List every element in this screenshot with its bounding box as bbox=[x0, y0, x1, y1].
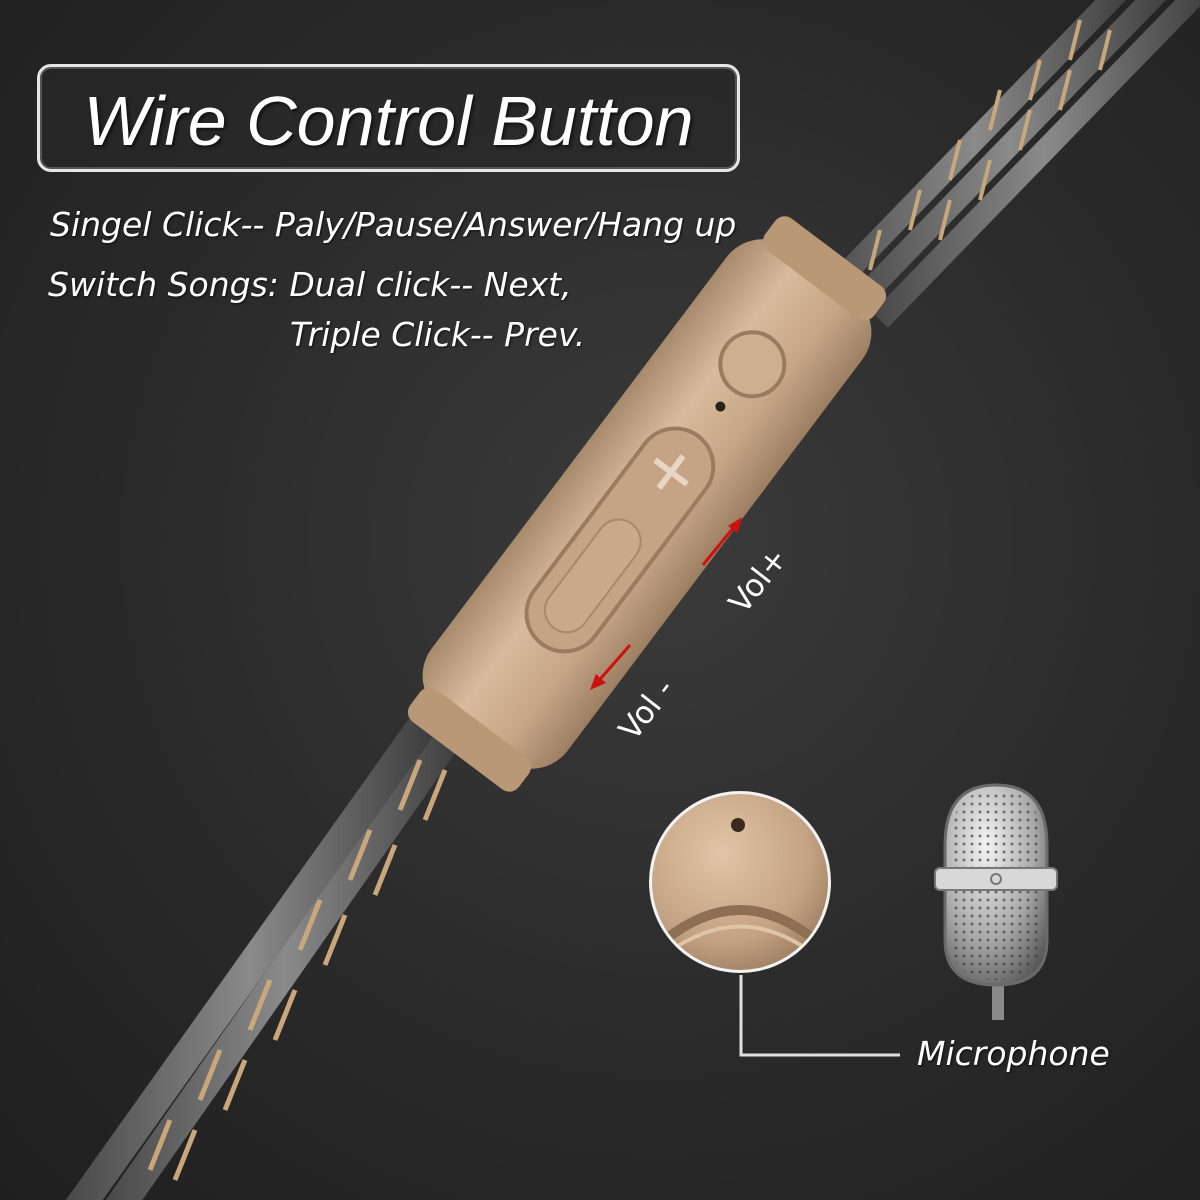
mic-hole bbox=[715, 401, 726, 412]
lower-cable bbox=[65, 706, 473, 1200]
instruction-switch-songs: Switch Songs: Dual click-- Next, bbox=[48, 265, 572, 304]
microphone-label: Microphone bbox=[917, 1034, 1110, 1073]
arrow-up-icon bbox=[701, 517, 742, 566]
microphone-icon bbox=[934, 783, 1058, 1020]
page-title: Wire Control Button bbox=[83, 82, 694, 160]
microphone-zoom-view bbox=[649, 791, 831, 973]
title-banner: Wire Control Button bbox=[37, 64, 740, 172]
upper-cable bbox=[812, 0, 1200, 328]
leader-line bbox=[739, 975, 900, 1057]
arrow-down-icon bbox=[590, 644, 632, 690]
plus-icon bbox=[653, 454, 689, 490]
play-pause-button bbox=[718, 330, 787, 399]
remote-control bbox=[407, 216, 887, 792]
instruction-triple-click: Triple Click-- Prev. bbox=[290, 315, 586, 354]
instruction-single-click: Singel Click-- Paly/Pause/Answer/Hang up bbox=[50, 205, 737, 244]
